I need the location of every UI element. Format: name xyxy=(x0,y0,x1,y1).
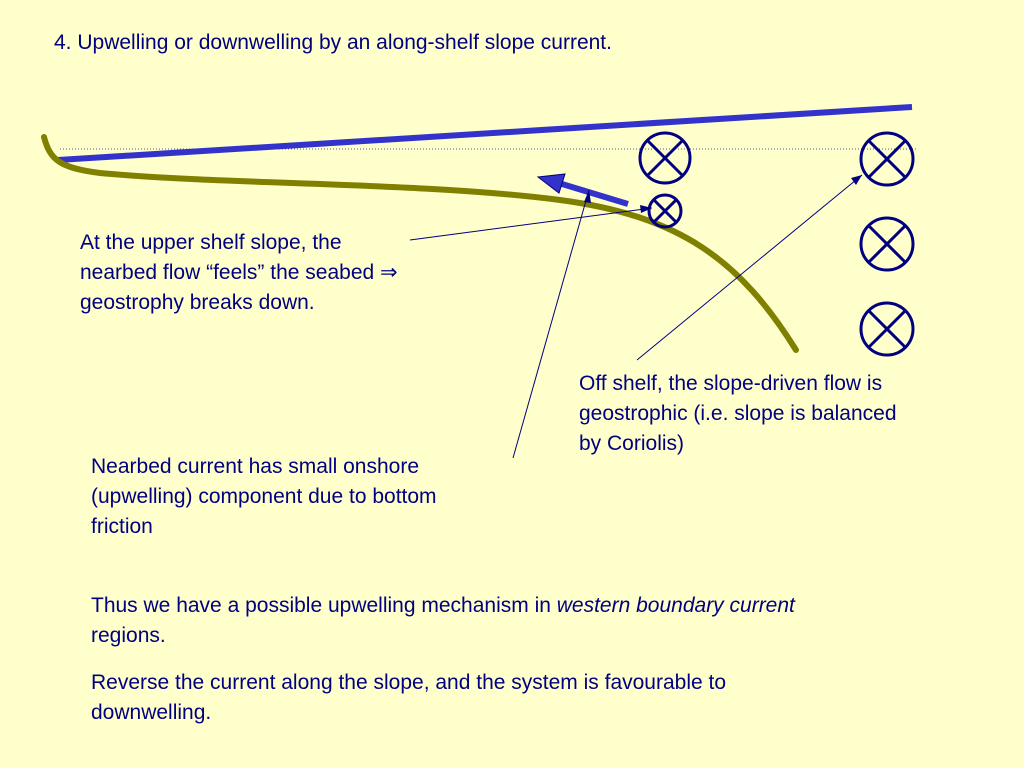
conclusion-p1-line2: regions. xyxy=(91,624,166,647)
annotation-nearbed: Nearbed current has small onshore (upwel… xyxy=(91,452,437,542)
annotation-off-shelf-line3: by Coriolis) xyxy=(579,432,685,455)
pointer-upper-slope-head xyxy=(640,205,652,213)
conclusion-paragraph-2: Reverse the current along the slope, and… xyxy=(91,668,726,728)
annotation-off-shelf-line2: geostrophic (i.e. slope is balanced xyxy=(579,402,897,425)
circle-cross-icon xyxy=(859,301,915,357)
annotation-upper-slope-line2-text: nearbed flow “feels” the seabed xyxy=(80,261,381,284)
annotation-off-shelf-line1: Off shelf, the slope-driven flow is xyxy=(579,372,883,395)
implies-icon: ⇒ xyxy=(380,261,398,284)
circle-cross-icon xyxy=(647,193,683,229)
pointer-nearbed xyxy=(512,189,590,459)
annotation-nearbed-line2: (upwelling) component due to bottom xyxy=(91,485,437,508)
conclusion-p1-emphasis: western boundary current xyxy=(556,594,795,617)
annotation-upper-slope-line2: nearbed flow “feels” the seabed ⇒ xyxy=(80,258,398,288)
sea-surface-line xyxy=(57,104,913,163)
conclusion-p1-line1: Thus we have a possible upwelling mechan… xyxy=(91,591,795,621)
slide-title: 4. Upwelling or downwelling by an along-… xyxy=(54,31,612,54)
annotation-nearbed-line1: Nearbed current has small onshore xyxy=(91,455,420,478)
seabed-profile xyxy=(41,134,799,353)
circle-cross-icon xyxy=(859,216,915,272)
circle-cross-icon xyxy=(638,131,692,185)
annotation-off-shelf: Off shelf, the slope-driven flow is geos… xyxy=(579,369,897,459)
conclusion-p2-line2: downwelling. xyxy=(91,701,212,724)
annotation-upper-slope-line1: At the upper shelf slope, the xyxy=(80,231,342,254)
conclusion-p2-line1: Reverse the current along the slope, and… xyxy=(91,671,727,694)
pointer-nearbed-head xyxy=(584,190,591,203)
circle-cross-icon xyxy=(859,131,915,187)
annotation-nearbed-line3: friction xyxy=(91,515,153,538)
pointer-off-shelf-head xyxy=(851,175,862,185)
pointer-off-shelf xyxy=(636,174,863,361)
pointer-upper-slope xyxy=(409,207,653,241)
conclusion-paragraph-1: Thus we have a possible upwelling mechan… xyxy=(91,591,795,651)
conclusion-p1-text: Thus we have a possible upwelling mechan… xyxy=(91,594,557,617)
annotation-upper-slope: At the upper shelf slope, the nearbed fl… xyxy=(80,228,398,318)
annotation-upper-slope-line3: geostrophy breaks down. xyxy=(80,291,315,314)
arrow-left-icon xyxy=(536,173,629,207)
